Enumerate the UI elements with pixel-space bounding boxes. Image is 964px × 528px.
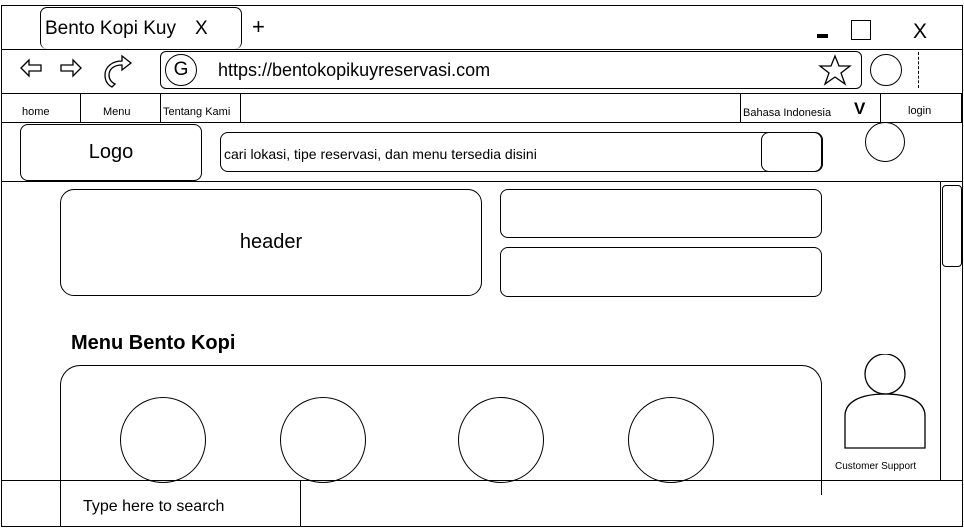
divider	[1, 49, 963, 51]
menu-item[interactable]	[628, 397, 714, 483]
chevron-down-icon[interactable]: V	[854, 99, 866, 118]
site-logo[interactable]: Logo	[20, 124, 202, 181]
header-label: header	[239, 231, 303, 253]
login-label: login	[908, 105, 932, 117]
window-frame	[1, 5, 963, 527]
header-banner[interactable]: header	[60, 189, 482, 296]
site-identity-icon: G	[165, 54, 197, 86]
divider	[240, 93, 242, 123]
maximize-icon[interactable]	[851, 20, 871, 40]
menu-item[interactable]	[458, 397, 544, 483]
profile-avatar-icon[interactable]	[870, 54, 902, 86]
scrollbar-thumb[interactable]	[942, 185, 962, 267]
promo-card-bottom[interactable]	[500, 247, 822, 297]
more-menu-icon[interactable]	[918, 52, 919, 88]
address-bar[interactable]: G https://bentokopikuyreservasi.com	[160, 51, 862, 89]
user-avatar-icon[interactable]	[865, 122, 905, 162]
new-tab-icon[interactable]: +	[252, 14, 265, 39]
site-search-placeholder: cari lokasi, tipe reservasi, dan menu te…	[224, 146, 537, 162]
divider	[160, 93, 162, 123]
refresh-icon[interactable]	[100, 53, 136, 89]
divider	[1, 181, 963, 183]
taskbar-search-input[interactable]: Type here to search	[60, 480, 301, 527]
promo-card-top[interactable]	[500, 189, 822, 238]
nav-about-link[interactable]: Tentang Kami	[163, 106, 231, 118]
back-arrow-icon[interactable]	[20, 58, 42, 78]
menu-section-title: Menu Bento Kopi	[71, 332, 236, 354]
scrollbar-track	[940, 181, 942, 480]
browser-tab[interactable]: Bento Kopi Kuy X	[40, 7, 242, 49]
language-label: Bahasa Indonesia	[743, 107, 832, 119]
site-identity-letter: G	[173, 59, 189, 80]
divider	[1, 480, 963, 482]
url-text[interactable]: https://bentokopikuyreservasi.com	[218, 60, 491, 80]
menu-carousel	[60, 365, 822, 495]
logo-text: Logo	[88, 141, 134, 163]
nav-menu-link[interactable]: Menu	[103, 106, 131, 118]
divider	[80, 93, 82, 123]
taskbar-search-placeholder: Type here to search	[83, 498, 225, 515]
tab-close-icon[interactable]: X	[195, 18, 208, 39]
menu-item[interactable]	[280, 397, 366, 483]
menu-item[interactable]	[120, 397, 206, 483]
window-close-icon[interactable]: X	[913, 20, 928, 43]
site-search-input[interactable]: cari lokasi, tipe reservasi, dan menu te…	[220, 132, 823, 172]
nav-bar	[1, 93, 963, 123]
login-button[interactable]: login	[880, 93, 962, 123]
forward-arrow-icon[interactable]	[60, 58, 82, 78]
tab-title: Bento Kopi Kuy	[45, 18, 176, 39]
customer-support-label: Customer Support	[835, 461, 917, 472]
language-selector[interactable]: Bahasa Indonesia V	[740, 93, 881, 123]
site-search-button[interactable]	[761, 132, 823, 172]
customer-support-icon[interactable]	[840, 354, 930, 450]
bookmark-star-icon[interactable]	[818, 54, 852, 86]
nav-home-link[interactable]: home	[22, 106, 50, 118]
minimize-icon[interactable]	[817, 34, 828, 38]
